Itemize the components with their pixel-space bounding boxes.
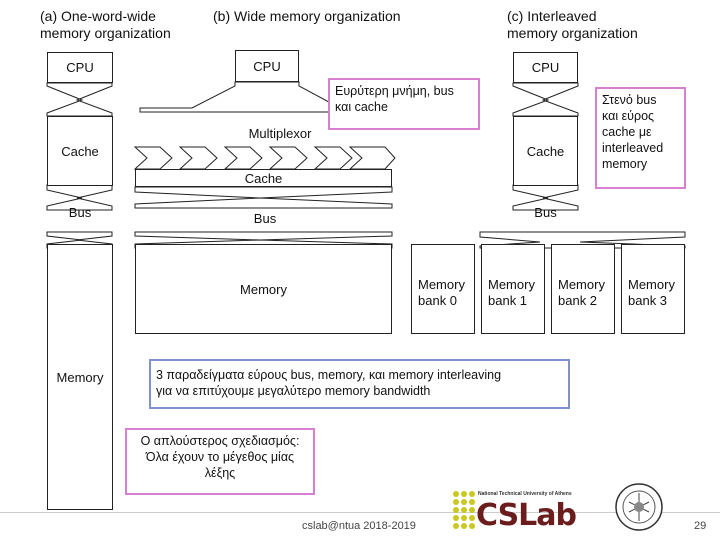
heading-one-word-wide: (a) One-word-wide memory organization [40, 8, 171, 41]
cslab-logo: CSLab [476, 498, 577, 533]
multiplexor-label: Multiplexor [248, 125, 312, 141]
heading-wide-memory: (b) Wide memory organization [213, 8, 401, 24]
note-simplest-design: Ο απλούστερος σχεδιασμός: Όλα έχουν το μ… [125, 428, 315, 495]
cslab-dots-icon [453, 491, 475, 529]
page-number: 29 [694, 520, 707, 532]
memory-box-a: Memory [47, 244, 113, 510]
note-wide-memory: Ευρύτερη μνήμη, bus και cache [328, 78, 480, 130]
cpu-box-c: CPU [513, 52, 578, 83]
memory-bank-2: Memory bank 2 [551, 244, 615, 334]
university-seal-icon [615, 483, 663, 531]
memory-bank-1: Memory bank 1 [481, 244, 545, 334]
note-examples: 3 παραδείγματα εύρους bus, memory, και m… [149, 359, 570, 409]
cpu-box-b: CPU [235, 50, 299, 82]
memory-bank-3: Memory bank 3 [621, 244, 685, 334]
cpu-box-a: CPU [47, 52, 113, 83]
bus-label-c: Bus [534, 204, 557, 220]
heading-interleaved: (c) Interleaved memory organization [507, 8, 638, 41]
note-narrow-bus: Στενό bus και εύρος cache με interleaved… [595, 87, 686, 189]
cslab-logo-subtitle: National Technical University of Athens [478, 491, 572, 497]
memory-bank-0: Memory bank 0 [411, 244, 475, 334]
cache-box-a: Cache [47, 116, 113, 186]
footer-course: cslab@ntua 2018-2019 [302, 520, 416, 532]
bus-label-a: Bus [68, 204, 92, 220]
memory-box-b: Memory [135, 244, 392, 334]
cache-box-b: Cache [135, 169, 392, 187]
bus-label-b: Bus [253, 210, 277, 226]
cache-box-c: Cache [513, 116, 578, 186]
footer-divider [0, 512, 720, 513]
